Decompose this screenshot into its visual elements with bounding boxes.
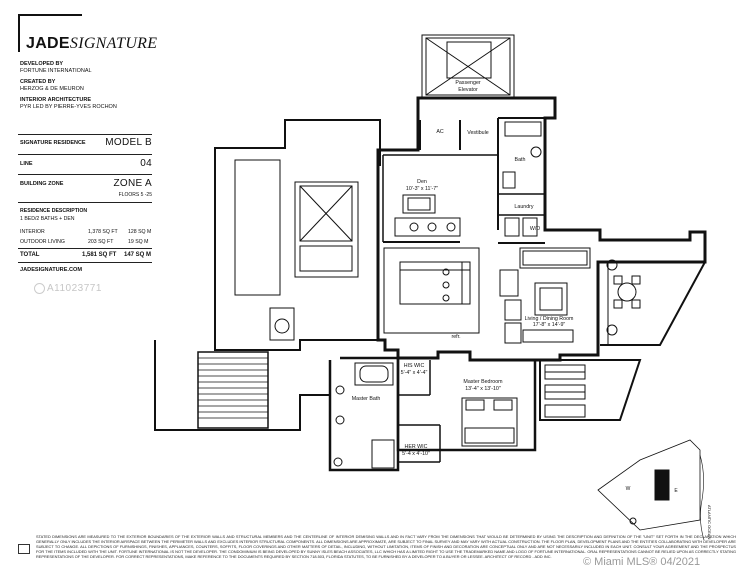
label-elevator: Passenger xyxy=(455,80,481,86)
label-living: Living / Dining Room xyxy=(525,316,574,322)
compass-e: E xyxy=(674,488,678,494)
label-living-dim: 17'-8" x 14'-9" xyxy=(533,322,566,328)
label-elevator-2: Elevator xyxy=(458,87,478,93)
label-master-bath: Master Bath xyxy=(352,396,381,402)
interior-sqft: 1,378 SQ FT xyxy=(88,229,118,235)
logo-signature: SIGNATURE xyxy=(69,35,158,52)
creator-name: HERZOG & DE MEURON xyxy=(20,86,84,92)
divider xyxy=(18,134,152,135)
line-label: LINE xyxy=(20,161,33,167)
spec-line: LINE 04 xyxy=(20,158,152,170)
spec-residence: SIGNATURE RESIDENCE MODEL B xyxy=(20,137,152,149)
disclaimer: STATED DIMENSIONS ARE MEASURED TO THE EX… xyxy=(36,534,736,559)
total-label: TOTAL xyxy=(20,252,40,258)
developer-name: FORTUNE INTERNATIONAL xyxy=(20,68,92,74)
brand-logo: JADESIGNATURE xyxy=(18,14,158,54)
logo-wordmark: JADESIGNATURE xyxy=(26,35,157,53)
label-her-wic: HER WIC xyxy=(405,444,428,450)
zone-label: BUILDING ZONE xyxy=(20,181,64,187)
spec-zone: BUILDING ZONE ZONE A xyxy=(20,178,152,190)
created-by-label: CREATED BY xyxy=(20,79,56,85)
label-den-dim: 10'-3" x 11'-7" xyxy=(406,186,438,192)
divider xyxy=(18,262,152,263)
total-sqft: 1,581 SQ FT xyxy=(82,252,117,258)
label-vestibule: Vestibule xyxy=(467,130,489,136)
zone-floors: FLOORS 5 -25 xyxy=(118,192,152,198)
equal-housing-icon xyxy=(18,544,30,554)
label-ocean: ATLANTIC OCEAN xyxy=(707,505,712,539)
total-sqm: 147 SQ M xyxy=(124,252,152,258)
area-total: TOTAL 1,581 SQ FT 147 SQ M xyxy=(20,252,152,260)
interior-label: INTERIOR xyxy=(20,229,45,235)
outdoor-label: OUTDOOR LIVING xyxy=(20,239,65,245)
outdoor-sqft: 203 SQ FT xyxy=(88,239,114,245)
area-outdoor: OUTDOOR LIVING 203 SQ FT 19 SQ M xyxy=(20,239,152,247)
label-wd: W/D xyxy=(530,226,540,232)
label-his-wic: HIS WIC xyxy=(404,363,425,369)
credits-block: DEVELOPED BY FORTUNE INTERNATIONAL CREAT… xyxy=(20,61,117,111)
mls-footer: © Miami MLS® 04/2021 xyxy=(583,556,701,568)
compass-w: W xyxy=(626,486,631,492)
developed-by-label: DEVELOPED BY xyxy=(20,61,64,67)
interior-sqm: 128 SQ M xyxy=(128,229,152,235)
interior-name: PYR LED BY PIERRE-YVES ROCHON xyxy=(20,104,117,110)
area-interior: INTERIOR 1,378 SQ FT 128 SQ M xyxy=(20,229,152,237)
label-refr: refr. xyxy=(451,334,460,340)
label-master-bedroom: Master Bedroom xyxy=(463,379,503,385)
logo-mark-top xyxy=(18,14,82,16)
apartment-outline xyxy=(376,96,707,362)
divider xyxy=(18,202,152,203)
logo-jade: JADE xyxy=(26,35,70,52)
interior-label: INTERIOR ARCHITECTURE xyxy=(20,97,91,103)
label-bath: Bath xyxy=(515,157,526,163)
divider xyxy=(18,174,152,175)
mls-watermark-icon xyxy=(34,283,45,294)
description-summary: 1 BED/2 BATHS + DEN xyxy=(20,216,75,222)
label-den: Den xyxy=(417,179,427,185)
label-laundry: Laundry xyxy=(514,204,533,210)
label-master-dim: 13'-4" x 13'-10" xyxy=(465,386,501,392)
divider xyxy=(18,248,152,249)
zone-value: ZONE A xyxy=(113,178,152,189)
description-title: RESIDENCE DESCRIPTION xyxy=(20,208,88,214)
label-her-dim: 5'-4 x 4'-10" xyxy=(402,451,430,457)
mls-id: A11023771 xyxy=(34,283,102,294)
website-link[interactable]: JADESIGNATURE.COM xyxy=(20,267,83,273)
divider xyxy=(18,154,152,155)
label-his-dim: 5'-4" x 4'-4" xyxy=(401,370,428,376)
outdoor-sqm: 19 SQ M xyxy=(128,239,149,245)
line-value: 04 xyxy=(140,158,152,169)
residence-label: SIGNATURE RESIDENCE xyxy=(20,140,86,146)
mls-id-text: A11023771 xyxy=(47,283,102,295)
residence-value: MODEL B xyxy=(105,137,152,148)
label-ac: AC xyxy=(436,129,444,135)
